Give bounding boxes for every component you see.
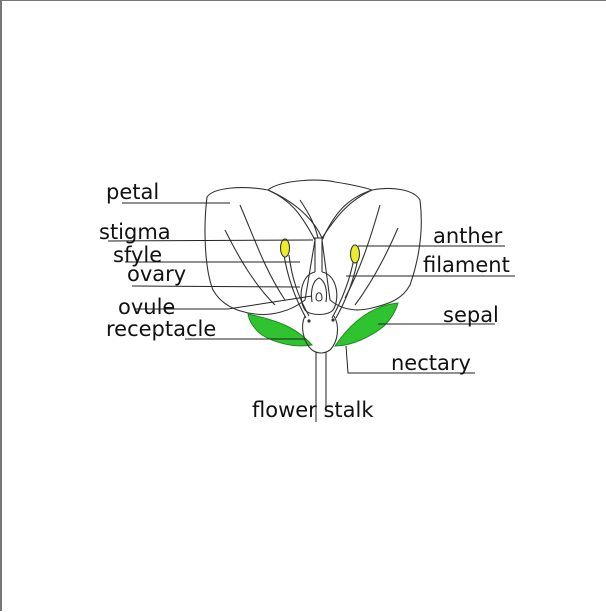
flower-stalk xyxy=(315,352,327,412)
left-anther xyxy=(280,238,290,258)
ovary xyxy=(300,271,338,316)
receptacle xyxy=(302,315,339,354)
left-sepal xyxy=(247,313,313,347)
label-sepal: sepal xyxy=(443,303,499,327)
petals xyxy=(204,179,422,316)
leader-lines xyxy=(107,202,515,422)
nectary-left xyxy=(307,319,311,323)
label-filament: filament xyxy=(423,253,510,277)
label-ovule: ovule xyxy=(118,295,175,319)
label-stigma: stigma xyxy=(99,220,171,244)
label-anther: anther xyxy=(433,224,503,248)
label-flower-stalk: flower stalk xyxy=(252,398,374,422)
label-ovary: ovary xyxy=(127,262,186,286)
pistil xyxy=(300,237,338,316)
label-receptacle: receptacle xyxy=(106,317,216,341)
label-petal: petal xyxy=(106,180,159,204)
ovary-inner xyxy=(310,277,328,303)
ovule xyxy=(315,292,323,302)
right-anther xyxy=(350,244,360,264)
label-nectary: nectary xyxy=(391,351,471,375)
nectary-right xyxy=(331,318,335,322)
back-petal xyxy=(266,179,374,240)
label-style: sfyle xyxy=(113,243,162,267)
style xyxy=(314,238,323,272)
left-petal xyxy=(204,187,316,316)
right-filament xyxy=(331,257,359,319)
right-sepal xyxy=(334,302,399,347)
